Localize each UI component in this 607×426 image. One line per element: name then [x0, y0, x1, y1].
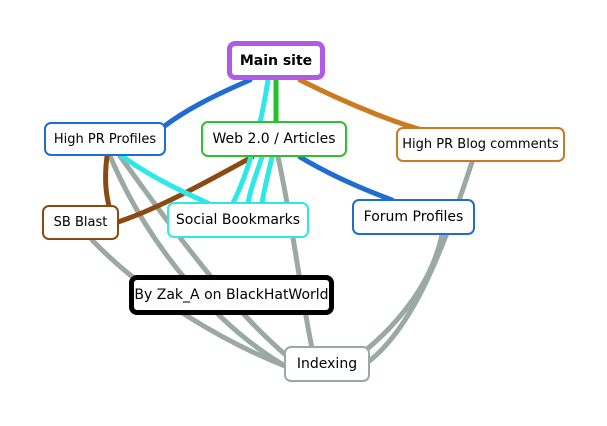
node-forum-profiles[interactable]: Forum Profiles — [352, 199, 475, 235]
node-sb-blast-label: SB Blast — [53, 215, 108, 230]
edge-web20-to-social-bookmarks — [245, 154, 265, 207]
node-high-pr-blog-comments-label: High PR Blog comments — [402, 137, 559, 152]
node-sb-blast[interactable]: SB Blast — [42, 205, 119, 240]
node-high-pr-blog-comments[interactable]: High PR Blog comments — [396, 127, 565, 162]
node-indexing-label: Indexing — [296, 356, 358, 372]
node-social-bookmarks[interactable]: Social Bookmarks — [167, 202, 309, 238]
edge-high-pr-profiles-to-sb-blast — [103, 153, 113, 213]
node-high-pr-profiles[interactable]: High PR Profiles — [44, 122, 166, 156]
edge-main-site-to-high-pr-profiles — [159, 77, 253, 131]
node-social-bookmarks-label: Social Bookmarks — [175, 212, 301, 228]
node-high-pr-profiles-label: High PR Profiles — [53, 131, 157, 147]
node-web20-articles[interactable]: Web 2.0 / Articles — [201, 121, 347, 157]
node-credit-label: By Zak_A on BlackHatWorld — [134, 287, 329, 303]
node-indexing[interactable]: Indexing — [284, 346, 370, 382]
node-web20-articles-label: Web 2.0 / Articles — [212, 131, 336, 147]
edge-web20-to-forum-profiles — [297, 154, 395, 203]
edge-high-pr-profiles-to-social-bookmarks — [119, 153, 213, 207]
edge-high-pr-profiles-to-indexing-2 — [117, 153, 301, 368]
edge-sb-blast-to-indexing — [89, 237, 293, 371]
node-credit[interactable]: By Zak_A on BlackHatWorld — [129, 275, 334, 315]
edge-web20-to-indexing — [275, 154, 315, 351]
edge-web20-to-social-bookmarks-2 — [259, 154, 275, 206]
edge-blog-comments-to-indexing — [365, 159, 475, 365]
node-main-site[interactable]: Main site — [227, 41, 325, 80]
edge-forum-profiles-to-indexing — [363, 232, 445, 353]
node-forum-profiles-label: Forum Profiles — [363, 209, 464, 225]
node-main-site-label: Main site — [239, 52, 313, 69]
